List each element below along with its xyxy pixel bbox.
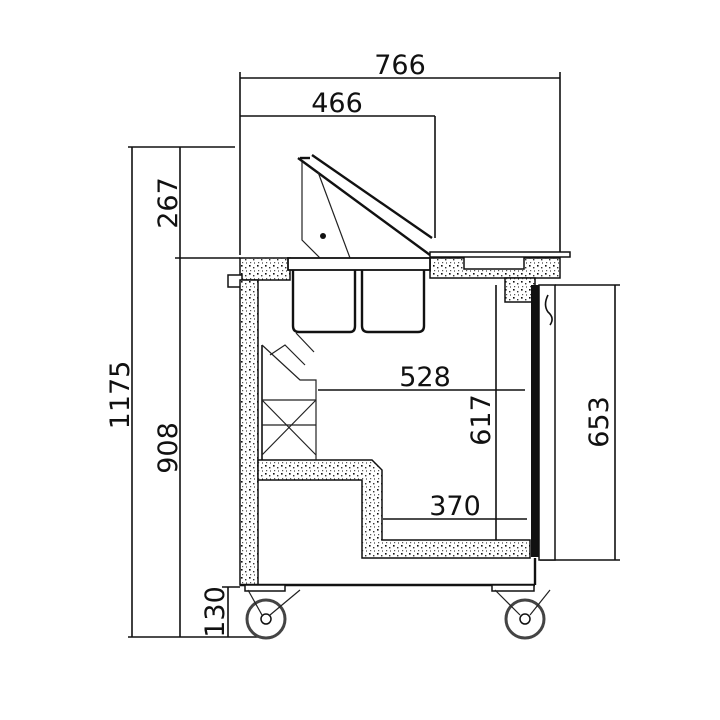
dimension-lines (128, 72, 620, 638)
sneeze-guard-lid (297, 154, 433, 259)
dim-inner-depth-lower: 370 (429, 491, 481, 522)
countertop (227, 251, 571, 303)
dim-inner-height: 617 (466, 394, 497, 446)
dim-lid-depth: 466 (311, 88, 363, 119)
dim-overall-height: 1175 (105, 361, 136, 430)
door (531, 284, 556, 561)
cabinet-body (239, 279, 537, 587)
dim-leg-height: 130 (200, 586, 231, 638)
dim-lid-height: 267 (153, 177, 184, 229)
dim-door-height: 653 (584, 396, 615, 448)
dim-inner-depth-upper: 528 (399, 362, 451, 393)
dim-overall-depth: 766 (374, 50, 426, 81)
castor-wheels (244, 584, 551, 640)
dim-counter-height: 908 (153, 422, 184, 474)
gastronorm-pans (291, 270, 426, 353)
